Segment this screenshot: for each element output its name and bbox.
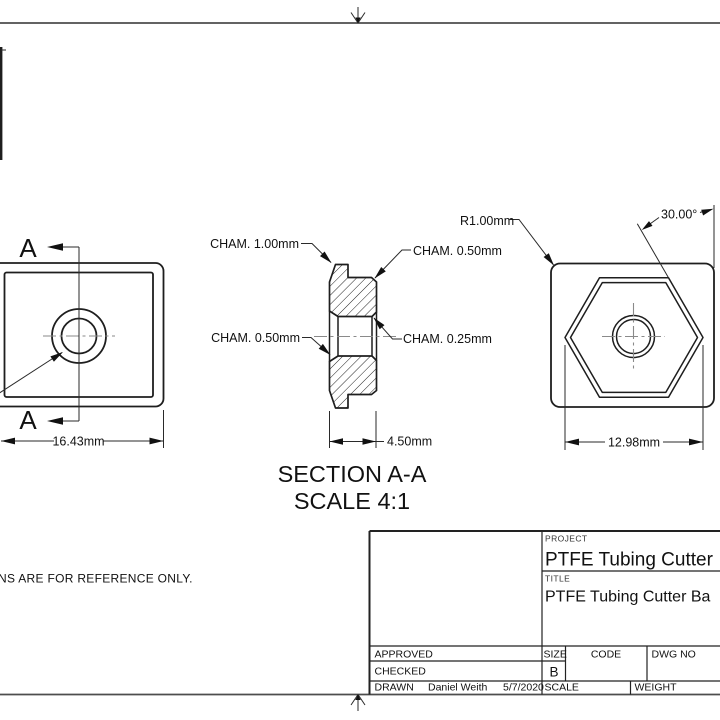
- drawn-label: DRAWN: [375, 682, 414, 694]
- reference-note: NS ARE FOR REFERENCE ONLY.: [0, 572, 193, 586]
- approved-label: APPROVED: [375, 649, 434, 661]
- outer-body-outline: [0, 262, 165, 408]
- size-label: SIZE: [544, 649, 567, 661]
- cham-bore-left-text: CHAM. 0.50mm: [211, 331, 300, 345]
- thickness-dimension: 4.50mm: [329, 411, 432, 449]
- radius-callout: R1.00mm: [460, 214, 554, 266]
- hex-inner: [569, 281, 699, 394]
- section-label-bottom: A: [19, 405, 37, 435]
- section-caption-scale: SCALE 4:1: [294, 488, 410, 514]
- width-dimension: 16.43mm: [1, 410, 164, 449]
- sheet-border: [0, 7, 720, 711]
- section-arrow-top: [47, 243, 63, 251]
- hex-body-outline: [550, 262, 715, 408]
- section-view: CHAM. 1.00mm CHAM. 0.50mm CHAM. 0.50mm C…: [210, 237, 502, 514]
- center-mark-bottom: [350, 694, 366, 711]
- radius-callout-text: R1.00mm: [460, 214, 514, 228]
- front-width-dim-text: 16.43mm: [52, 435, 104, 449]
- section-lower-half: [328, 355, 378, 409]
- code-label: CODE: [591, 649, 621, 661]
- clipped-view-edge: [0, 47, 6, 160]
- drawn-date-value: 5/7/2020: [503, 682, 544, 694]
- bore-leader-line: [0, 352, 63, 394]
- title-value: PTFE Tubing Cutter Ba: [545, 589, 711, 606]
- hex-view: R1.00mm 30.00° 12.98mm: [460, 205, 715, 450]
- cham-bore-right-text: CHAM. 0.25mm: [403, 332, 492, 346]
- angle-dim-text: 30.00°: [661, 208, 697, 222]
- section-caption-title: SECTION A-A: [278, 461, 427, 487]
- cham-outer-top-left-text: CHAM. 1.00mm: [210, 237, 299, 251]
- drawn-by-value: Daniel Weith: [428, 682, 487, 694]
- project-value: PTFE Tubing Cutter: [545, 550, 714, 571]
- title-block: PROJECT PTFE Tubing Cutter TITLE PTFE Tu…: [368, 530, 720, 695]
- front-view: A A 16.43mm: [0, 233, 165, 449]
- chamfer-callouts: CHAM. 1.00mm CHAM. 0.50mm CHAM. 0.50mm C…: [210, 237, 502, 355]
- weight-label: WEIGHT: [635, 682, 678, 694]
- section-label-top: A: [19, 233, 37, 263]
- hex-width-dim-text: 12.98mm: [608, 436, 660, 450]
- cham-outer-top-right-text: CHAM. 0.50mm: [413, 244, 502, 258]
- section-arrow-bottom: [47, 417, 63, 425]
- project-label: PROJECT: [545, 534, 587, 544]
- size-value: B: [550, 665, 559, 680]
- dwg-no-label: DWG NO: [652, 649, 696, 661]
- checked-label: CHECKED: [375, 666, 427, 678]
- center-mark-top: [350, 7, 366, 24]
- hex-width-dimension: 12.98mm: [564, 345, 704, 450]
- scale-label: SCALE: [545, 682, 579, 694]
- section-thickness-dim-text: 4.50mm: [387, 435, 432, 449]
- angle-dimension: 30.00°: [636, 205, 715, 279]
- hex-outer: [564, 277, 704, 398]
- title-label: TITLE: [545, 574, 570, 584]
- section-upper-half: [328, 263, 378, 318]
